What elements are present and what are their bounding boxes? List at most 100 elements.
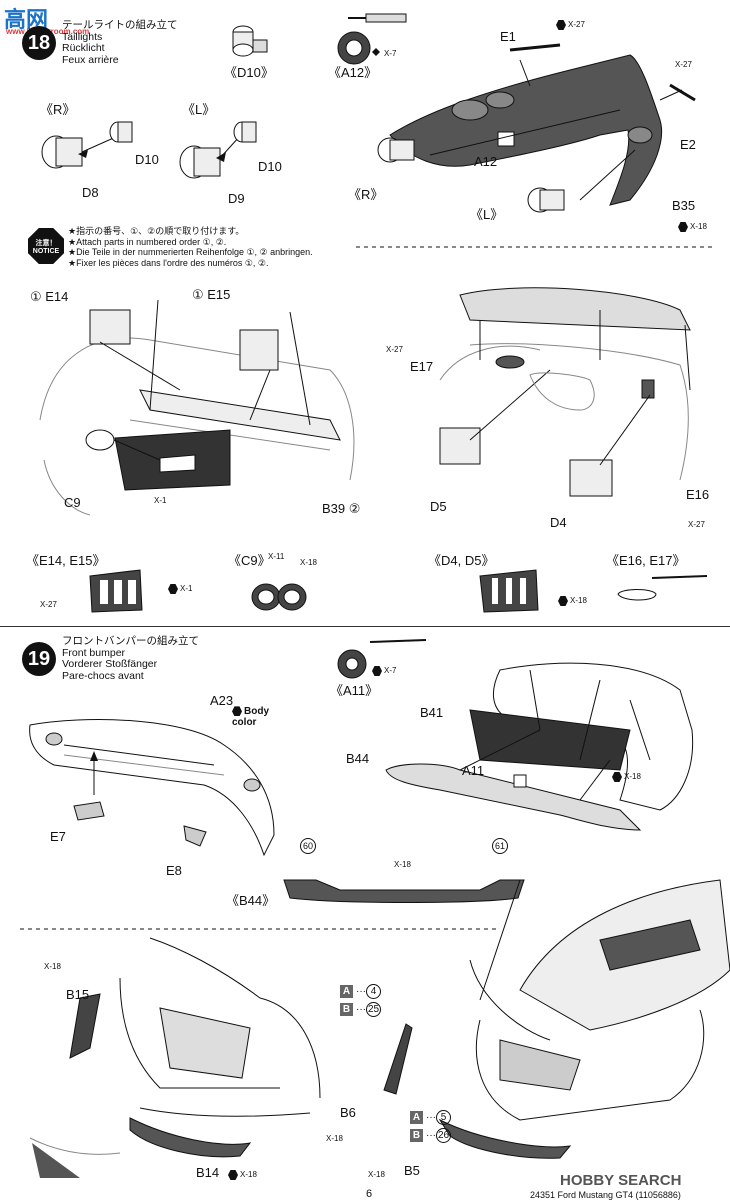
x18-b15: X-18 bbox=[44, 962, 61, 971]
d4d5-ref-part bbox=[479, 569, 539, 613]
d10-label-l: D10 bbox=[258, 159, 282, 174]
c9-ref-part bbox=[251, 583, 307, 611]
paint-ref-a5: A···5 bbox=[410, 1110, 451, 1125]
x18-c9: X-18 bbox=[300, 558, 317, 567]
b5-label: B5 bbox=[404, 1163, 420, 1178]
a11-ref-label: 《A11》 bbox=[330, 683, 379, 698]
front-bumper-b41-b44 bbox=[385, 662, 694, 831]
x11-c9: X-11 bbox=[268, 552, 285, 561]
e8-label: E8 bbox=[166, 863, 182, 878]
n60-marker: 60 bbox=[300, 836, 316, 854]
a11-ref-part bbox=[337, 639, 427, 679]
x1-e14: X-1 bbox=[168, 584, 192, 594]
x27-e17: X-27 bbox=[386, 345, 403, 354]
e17-label: E17 bbox=[410, 359, 434, 374]
title-de: Rücklicht bbox=[62, 42, 105, 54]
d5-label: D5 bbox=[430, 499, 447, 514]
l-taillight-parts bbox=[179, 121, 257, 179]
front-bumper-a23 bbox=[29, 719, 275, 857]
x18-b5: X-18 bbox=[368, 1170, 385, 1179]
e14e15-ref-label: 《E14, E15》 bbox=[26, 553, 106, 568]
l-label-top-right: 《L》 bbox=[470, 207, 504, 222]
d4-label: D4 bbox=[550, 515, 567, 530]
title-en: Front bumper bbox=[62, 646, 126, 659]
a23-label: A23 bbox=[210, 693, 234, 708]
x7-a11: X-7 bbox=[372, 666, 396, 676]
front-bumper-bottom-left bbox=[29, 937, 321, 1178]
e16-label: E16 bbox=[686, 487, 710, 502]
step-18-title: テールライトの組み立て Taillights Rücklicht Feux ar… bbox=[62, 19, 178, 66]
title-jp: テールライトの組み立て bbox=[62, 19, 178, 31]
x27-e2: X-27 bbox=[675, 60, 692, 69]
notice-text: ★指示の番号、①、②の順で取り付けます。 ★Attach parts in nu… bbox=[68, 226, 313, 268]
step-18-number: 18 bbox=[22, 26, 56, 60]
title-en: Taillights bbox=[62, 30, 103, 43]
car-front-bottom-right bbox=[438, 879, 730, 1159]
x18-b41: X-18 bbox=[612, 772, 641, 782]
notice-badge: 注意！ NOTICE bbox=[28, 228, 64, 264]
e7-label: E7 bbox=[50, 829, 66, 844]
title-fr: Pare-chocs avant bbox=[62, 669, 144, 682]
e14e15-ref-part bbox=[89, 569, 143, 613]
e14-label: ① E14 bbox=[30, 289, 69, 304]
title-fr: Feux arrière bbox=[62, 53, 119, 66]
b14-label: B14 bbox=[196, 1165, 220, 1180]
b15-label: B15 bbox=[66, 987, 90, 1002]
c9-label: C9 bbox=[64, 495, 81, 510]
e15-label: ① E15 bbox=[192, 287, 231, 302]
e1-label: E1 bbox=[500, 29, 516, 44]
d10-label-r: D10 bbox=[135, 152, 159, 167]
b39-label: B39 ② bbox=[322, 501, 361, 516]
l-label: 《L》 bbox=[182, 102, 216, 117]
a12-ref-part bbox=[337, 13, 407, 65]
b44-ref-part bbox=[283, 879, 525, 903]
x18-b44-ref: X-18 bbox=[394, 860, 411, 869]
b6-label: B6 bbox=[340, 1105, 356, 1120]
rear-bumper-assembly bbox=[377, 43, 696, 213]
a12-ref-x7: X-7 bbox=[384, 49, 397, 58]
hobby-search-watermark: HOBBY SEARCH bbox=[560, 1172, 682, 1189]
paint-ref-b26: B···26 bbox=[410, 1128, 451, 1143]
step-19-title: フロントバンパーの組み立て Front bumper Vorderer Stoß… bbox=[62, 635, 200, 682]
d9-label: D9 bbox=[228, 191, 245, 206]
x27-e14: X-27 bbox=[40, 600, 57, 609]
rear-body-right bbox=[439, 287, 691, 497]
c9-ref-label: 《C9》 bbox=[228, 553, 271, 568]
x18-b14: X-18 bbox=[228, 1170, 257, 1180]
section-divider bbox=[0, 626, 730, 627]
step-19-number: 19 bbox=[22, 642, 56, 676]
e16e17-ref-part bbox=[617, 575, 708, 601]
x18-b35: X-18 bbox=[678, 222, 707, 232]
dashed-divider-19 bbox=[20, 928, 500, 930]
x27-e1: X-27 bbox=[556, 20, 585, 30]
x18-b6: X-18 bbox=[326, 1134, 343, 1143]
x1-c9: X-1 bbox=[154, 496, 167, 505]
r-taillight-parts bbox=[41, 121, 133, 169]
title-jp: フロントバンパーの組み立て bbox=[62, 635, 200, 647]
d10-ref-part bbox=[232, 25, 268, 57]
r-label: 《R》 bbox=[40, 102, 76, 117]
b44-label: B44 bbox=[346, 751, 370, 766]
e7-part bbox=[73, 801, 105, 821]
e16e17-ref-label: 《E16, E17》 bbox=[606, 553, 686, 568]
paint-ref-b25: B···25 bbox=[340, 1002, 381, 1017]
e2-label: E2 bbox=[680, 137, 696, 152]
b41-label: B41 bbox=[420, 705, 444, 720]
x18-d4d5: X-18 bbox=[558, 596, 587, 606]
a12-label: A12 bbox=[474, 154, 498, 169]
a11-label: A11 bbox=[462, 763, 485, 778]
b6-part bbox=[383, 1023, 413, 1095]
paint-ref-a4: A···4 bbox=[340, 984, 381, 999]
body-color-label: Body color bbox=[232, 706, 269, 728]
e8-part bbox=[183, 825, 207, 847]
d4d5-ref-label: 《D4, D5》 bbox=[428, 553, 495, 568]
a12-ref-label: 《A12》 bbox=[328, 65, 378, 80]
d10-ref-label: 《D10》 bbox=[224, 65, 274, 80]
x27-e16: X-27 bbox=[688, 520, 705, 529]
r-label-top-right: 《R》 bbox=[348, 187, 384, 202]
rear-lamp-housing-left bbox=[39, 299, 355, 516]
product-code: 24351 Ford Mustang GT4 (11056886) bbox=[530, 1190, 681, 1200]
d8-label: D8 bbox=[82, 185, 99, 200]
dashed-divider-18 bbox=[356, 246, 716, 248]
b35-label: B35 bbox=[672, 198, 696, 213]
